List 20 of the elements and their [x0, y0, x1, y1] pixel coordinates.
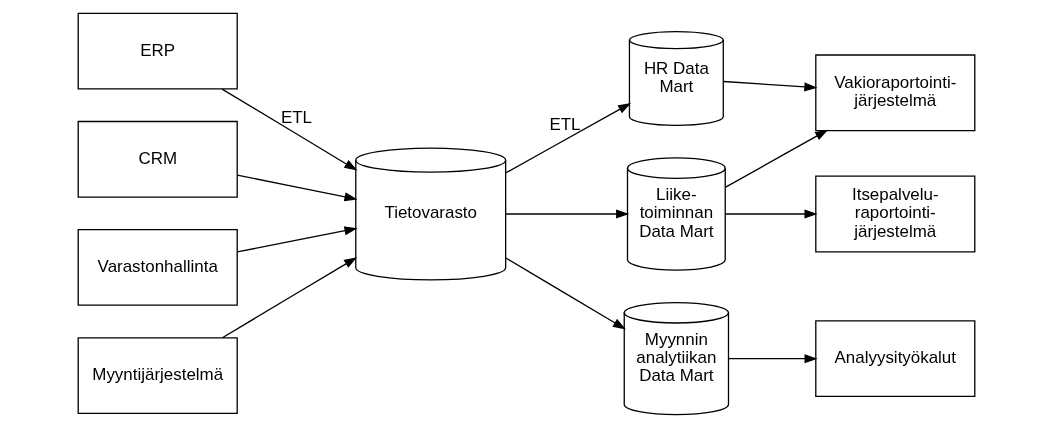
arrow: [504, 209, 629, 219]
edge-label: ETL: [548, 114, 580, 134]
node-box: Vakioraportointi- järjestelmä: [814, 54, 975, 132]
arrow: [221, 257, 357, 339]
arrow: [724, 209, 817, 219]
node-box: Varastonhallinta: [77, 229, 238, 306]
node-box: Myyntijärjestelmä: [77, 337, 238, 415]
node-box: Analyysityökalut: [814, 320, 975, 398]
arrow: [504, 257, 626, 330]
arrow: [236, 174, 357, 202]
node-box: ERP: [77, 12, 238, 90]
arrow: [724, 129, 828, 188]
arrow: [727, 354, 818, 364]
arrow: [504, 103, 631, 174]
arrow: [236, 226, 357, 253]
node-box: Itsepalvelu- raportointi- järjestelmä: [814, 175, 975, 253]
edge-label: ETL: [280, 108, 312, 128]
arrow: [722, 80, 817, 92]
arrow: [220, 88, 357, 171]
node-box: CRM: [77, 120, 238, 198]
